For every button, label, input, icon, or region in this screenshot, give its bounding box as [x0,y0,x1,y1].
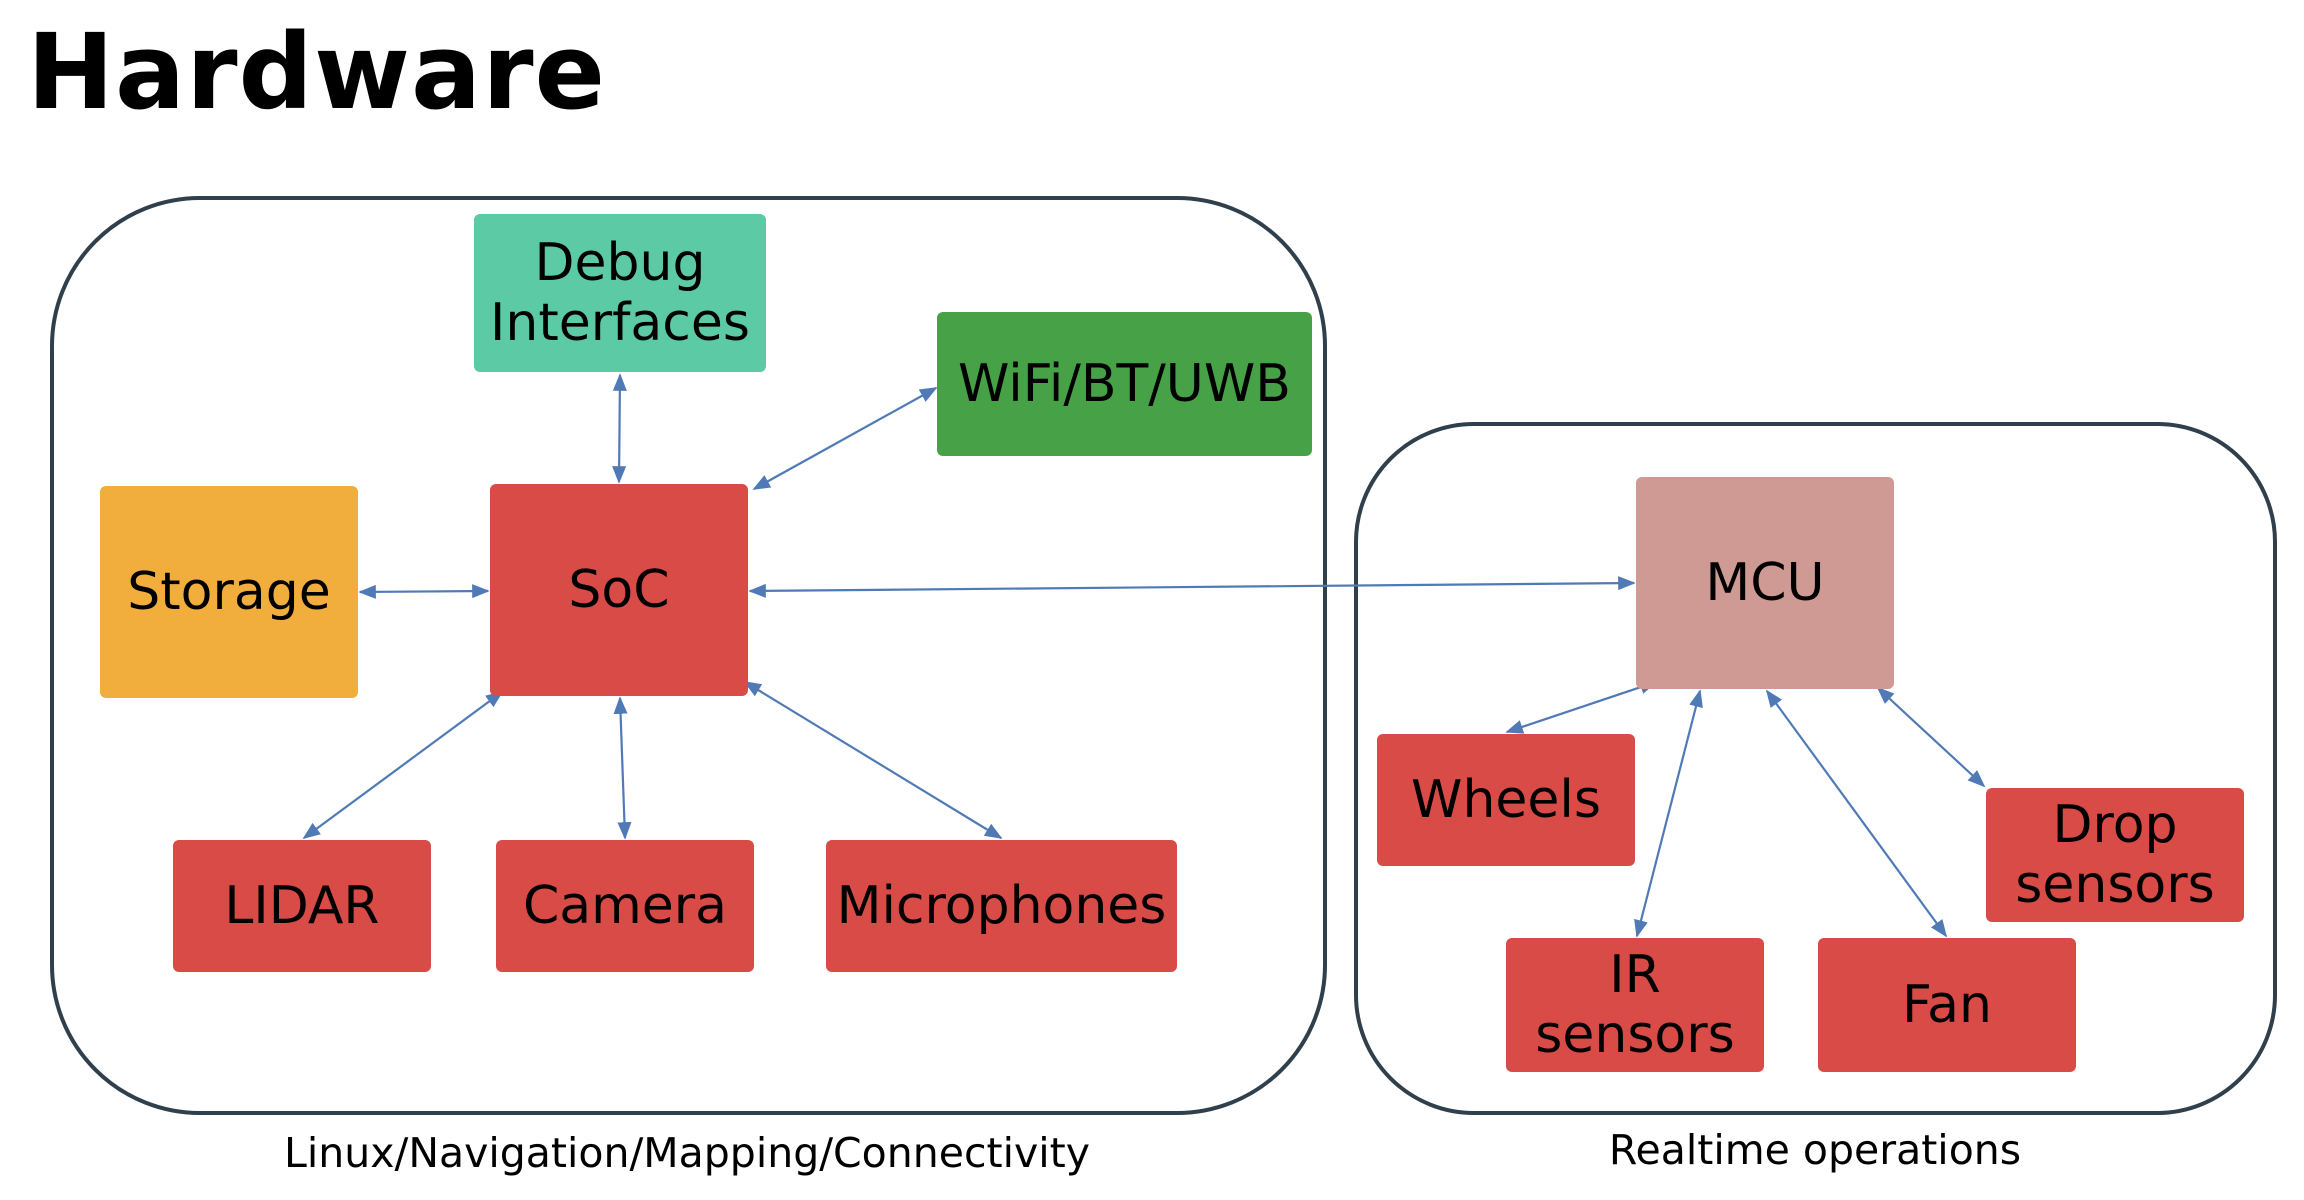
camera-node: Camera [496,840,754,972]
drop-sensors-node: Drop sensors [1986,788,2244,922]
realtime-group-caption: Realtime operations [1608,1126,2022,1174]
wheels-node: Wheels [1377,734,1635,866]
ir-label-line2: sensors [1535,1005,1735,1065]
camera-label: Camera [522,876,728,936]
linux-group-container [50,196,1327,1115]
mcu-label: MCU [1705,553,1825,613]
debug-label-line2: Interfaces [490,293,750,353]
microphones-node: Microphones [826,840,1177,972]
realtime-group-container [1354,422,2277,1115]
wifi-bt-uwb-node: WiFi/BT/UWB [937,312,1312,456]
linux-group-caption: Linux/Navigation/Mapping/Connectivity [284,1129,1090,1177]
lidar-label: LIDAR [224,876,380,936]
fan-node: Fan [1818,938,2076,1072]
storage-node: Storage [100,486,358,698]
drop-label-line1: Drop [2052,795,2178,855]
microphones-label: Microphones [836,876,1167,936]
fan-label: Fan [1902,975,1992,1035]
drop-label-line2: sensors [2015,855,2215,915]
soc-node: SoC [490,484,748,696]
wheels-label: Wheels [1411,770,1601,830]
page-title: Hardware [27,11,607,133]
wifi-label: WiFi/BT/UWB [958,354,1291,414]
storage-label: Storage [127,562,331,622]
ir-label-line1: IR [1609,945,1661,1005]
ir-sensors-node: IR sensors [1506,938,1764,1072]
mcu-node: MCU [1636,477,1894,689]
soc-label: SoC [568,560,670,620]
debug-label-line1: Debug [534,233,706,293]
lidar-node: LIDAR [173,840,431,972]
debug-interfaces-node: Debug Interfaces [474,214,766,372]
